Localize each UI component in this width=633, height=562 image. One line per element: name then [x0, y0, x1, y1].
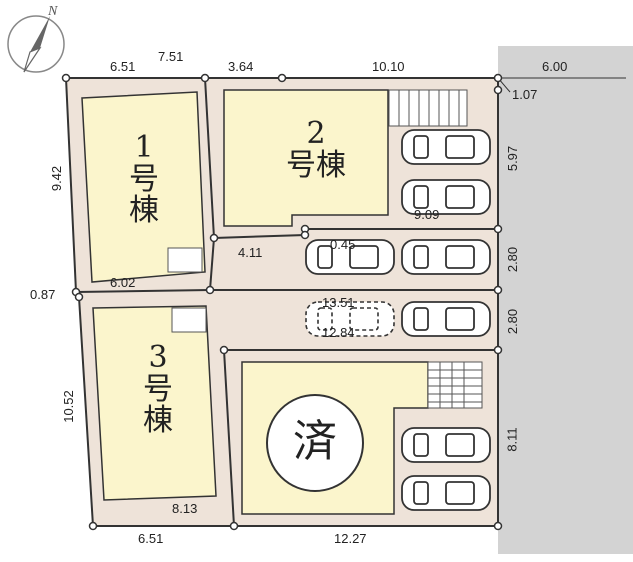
building-2-number: 2 — [306, 116, 326, 151]
building-3-number: 3 — [148, 340, 168, 375]
building-3-label: 3 号 棟 — [128, 342, 188, 437]
building-2-suffix: 号棟 — [286, 147, 346, 183]
dim-right-811: 8.11 — [504, 427, 520, 452]
building-3-suffix2: 棟 — [143, 403, 173, 438]
dim-right-280a: 2.80 — [505, 246, 521, 273]
building-1-suffix2: 棟 — [129, 193, 159, 228]
car-icon — [401, 427, 491, 463]
building-2-footprint — [223, 89, 389, 227]
dim-right-280b: 2.80 — [505, 308, 521, 335]
lot-divider-1-3 — [75, 289, 211, 293]
dim-bottom-651: 6.51 — [138, 531, 164, 546]
dim-top-651: 6.51 — [110, 59, 136, 74]
compass-north-label: N — [48, 4, 58, 19]
car-icon — [305, 239, 395, 275]
building-2-label: 2 号棟 — [276, 118, 356, 181]
building-3-suffix1: 号 — [143, 371, 173, 407]
dim-lot1-602: 6.02 — [110, 275, 136, 290]
car-icon — [401, 475, 491, 511]
dim-road-600: 6.00 — [542, 59, 568, 74]
car-icon — [401, 301, 491, 337]
steps-lot2 — [388, 89, 468, 127]
boundary-markers — [61, 73, 503, 531]
dim-top-1010: 10.10 — [372, 59, 405, 74]
dim-bottom-1227: 12.27 — [334, 531, 367, 546]
dim-right-107: 1.07 — [512, 87, 538, 102]
dim-lot2-909: 9.09 — [414, 207, 440, 222]
road — [498, 46, 633, 554]
dim-left-087: 0.87 — [30, 287, 56, 302]
sold-circle — [266, 394, 364, 492]
building-1-number: 1 — [134, 130, 154, 165]
building-1-label: 1 号 棟 — [114, 132, 174, 227]
compass-icon — [7, 15, 65, 73]
building-3-footprint — [92, 305, 217, 501]
car-icon — [401, 239, 491, 275]
car-icon — [401, 179, 491, 215]
dim-left-942: 9.42 — [49, 165, 65, 192]
outdoor-unit-1 — [167, 247, 203, 273]
car-dashed-icon — [305, 301, 395, 337]
dim-top-364: 3.64 — [228, 59, 254, 74]
dim-mid-411: 4.11 — [238, 245, 263, 260]
dim-top-751: 7.51 — [158, 49, 184, 64]
dim-left-1052: 10.52 — [60, 390, 76, 423]
building-1-suffix1: 号 — [129, 161, 159, 197]
outdoor-unit-3 — [171, 307, 207, 333]
dim-right-597: 5.97 — [505, 145, 521, 172]
steps-lot4 — [427, 361, 483, 409]
sold-mark: 済 — [293, 416, 337, 467]
dim-mid-1351: 13.51 — [322, 295, 355, 310]
dim-mid-1284: 12.84 — [322, 325, 355, 340]
dim-lot3-813: 8.13 — [172, 501, 198, 516]
building-1-footprint — [81, 91, 206, 283]
car-icon — [401, 129, 491, 165]
dim-mid-045: 0.45 — [330, 237, 356, 252]
